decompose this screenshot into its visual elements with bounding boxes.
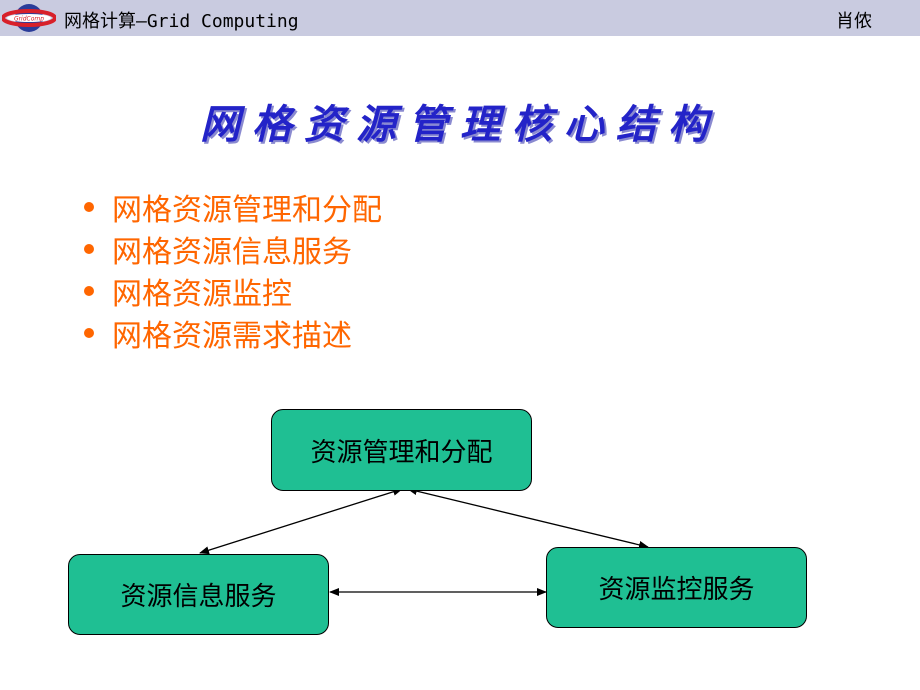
edge-management-monitoring [407, 487, 649, 549]
node-resource-management: 资源管理和分配 [271, 409, 532, 491]
node-resource-monitoring: 资源监控服务 [546, 547, 807, 628]
edge-management-information [199, 487, 403, 555]
bullet-text: 网格资源监控 [112, 277, 292, 312]
header-bar: GridComp 网格计算—Grid Computing 肖侬 [0, 0, 920, 36]
bullet-text: 网格资源需求描述 [112, 319, 352, 354]
bullet-list: 网格资源管理和分配 网格资源信息服务 网格资源监控 网格资源需求描述 [80, 186, 382, 354]
list-item: 网格资源信息服务 [80, 228, 382, 270]
list-item: 网格资源监控 [80, 270, 382, 312]
bullet-text: 网格资源信息服务 [112, 235, 352, 270]
svg-text:GridComp: GridComp [14, 16, 44, 23]
bullet-dot-icon [84, 286, 94, 296]
bullet-dot-icon [84, 202, 94, 212]
bullet-dot-icon [84, 244, 94, 254]
header-author: 肖侬 [836, 11, 872, 32]
list-item: 网格资源需求描述 [80, 312, 382, 354]
node-resource-information: 资源信息服务 [68, 554, 329, 635]
bullet-text: 网格资源管理和分配 [112, 193, 382, 228]
bullet-dot-icon [84, 328, 94, 338]
grid-globe-logo-icon: GridComp [2, 4, 56, 32]
page-title: 网格资源管理核心结构 [200, 102, 720, 148]
list-item: 网格资源管理和分配 [80, 186, 382, 228]
header-title: 网格计算—Grid Computing [64, 11, 299, 32]
